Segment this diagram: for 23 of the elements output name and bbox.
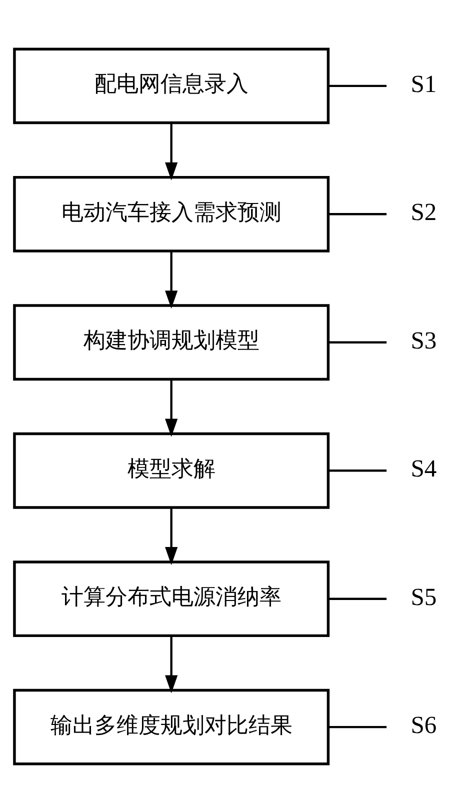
arrow	[164, 378, 178, 436]
connector	[328, 725, 386, 728]
node-text: S4	[410, 455, 436, 482]
arrow	[164, 122, 178, 180]
connector	[328, 597, 386, 600]
node-box: 构建协调规划模型	[12, 304, 330, 380]
connector	[328, 84, 386, 87]
node-text: S1	[410, 70, 436, 98]
node-box: 配电网信息录入	[12, 47, 330, 124]
node-text: S6	[410, 712, 436, 739]
arrow	[164, 507, 178, 565]
node-text: S3	[410, 326, 436, 354]
node-box: 输出多维度规划对比结果	[12, 688, 330, 765]
connector	[328, 469, 386, 472]
node-box: 模型求解	[12, 432, 330, 508]
node-box: 电动汽车接入需求预测	[12, 175, 330, 252]
connector	[328, 212, 386, 215]
node-text: S5	[410, 583, 436, 610]
arrow	[164, 635, 178, 693]
arrow	[164, 250, 178, 308]
node-text: S2	[410, 198, 436, 226]
connector	[328, 340, 386, 343]
node-box: 计算分布式电源消纳率	[12, 560, 330, 637]
